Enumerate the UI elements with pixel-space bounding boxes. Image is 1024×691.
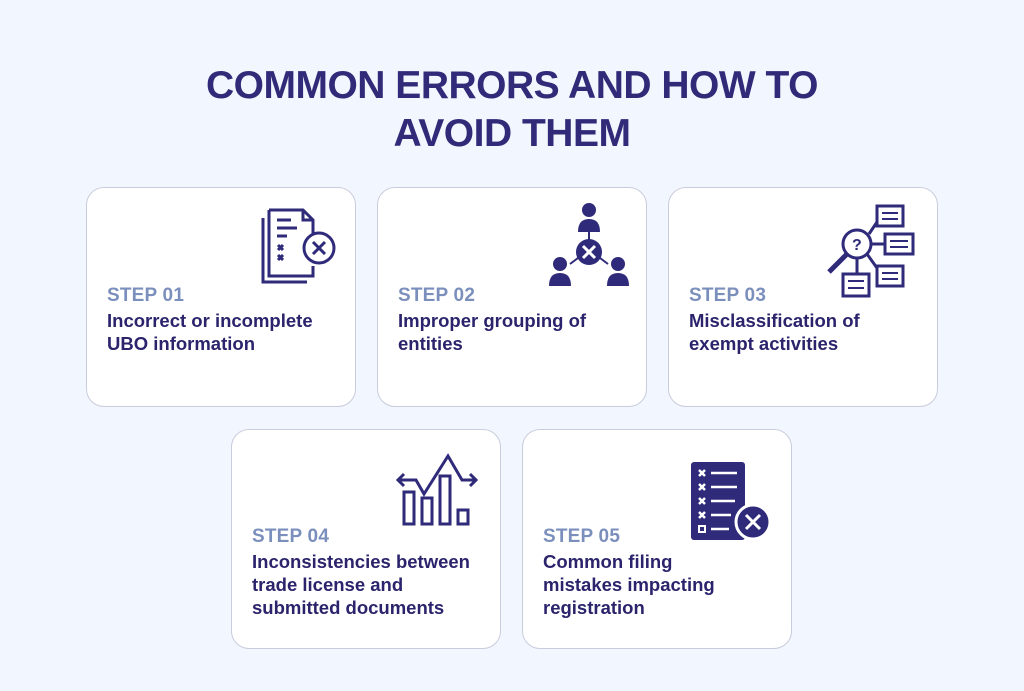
page-title: COMMON ERRORS AND HOW TO AVOID THEM [0, 62, 1024, 158]
step-description: Common filing mistakes impacting registr… [543, 550, 783, 619]
desc-line: Incorrect or incomplete [107, 310, 313, 331]
desc-line: Inconsistencies between [252, 551, 470, 572]
step-label: STEP 02 [398, 285, 476, 306]
desc-line: Improper grouping of [398, 310, 587, 331]
title-line-2: AVOID THEM [393, 112, 631, 155]
desc-line: Misclassification of [689, 310, 860, 331]
desc-line: submitted documents [252, 597, 445, 618]
step-card-03: ? STEP 03 Misclassification of exempt ac… [668, 187, 938, 407]
desc-line: UBO information [107, 333, 255, 354]
desc-line: Common filing [543, 551, 673, 572]
step-description: Incorrect or incomplete UBO information [107, 309, 347, 355]
desc-line: mistakes impacting [543, 574, 715, 595]
step-label: STEP 04 [252, 526, 330, 547]
step-description: Misclassification of exempt activities [689, 309, 929, 355]
bar-chart-trend-icon [396, 453, 479, 526]
step-label: STEP 03 [689, 285, 767, 306]
desc-line: exempt activities [689, 333, 839, 354]
document-x-icon [261, 208, 336, 284]
desc-line: entities [398, 333, 463, 354]
magnifier-question-icon: ? [827, 204, 915, 298]
people-network-x-icon [549, 203, 629, 286]
step-card-02: STEP 02 Improper grouping of entities [377, 187, 647, 407]
step-description: Inconsistencies between trade license an… [252, 550, 502, 619]
checklist-x-icon [691, 462, 772, 541]
step-description: Improper grouping of entities [398, 309, 638, 355]
title-line-1: COMMON ERRORS AND HOW TO [206, 64, 818, 107]
svg-text:?: ? [852, 237, 862, 254]
desc-line: registration [543, 597, 645, 618]
step-label: STEP 05 [543, 526, 621, 547]
step-card-01: STEP 01 Incorrect or incomplete UBO info… [86, 187, 356, 407]
desc-line: trade license and [252, 574, 404, 595]
step-card-05: STEP 05 Common filing mistakes impacting… [522, 429, 792, 649]
step-card-04: STEP 04 Inconsistencies between trade li… [231, 429, 501, 649]
step-label: STEP 01 [107, 285, 185, 306]
